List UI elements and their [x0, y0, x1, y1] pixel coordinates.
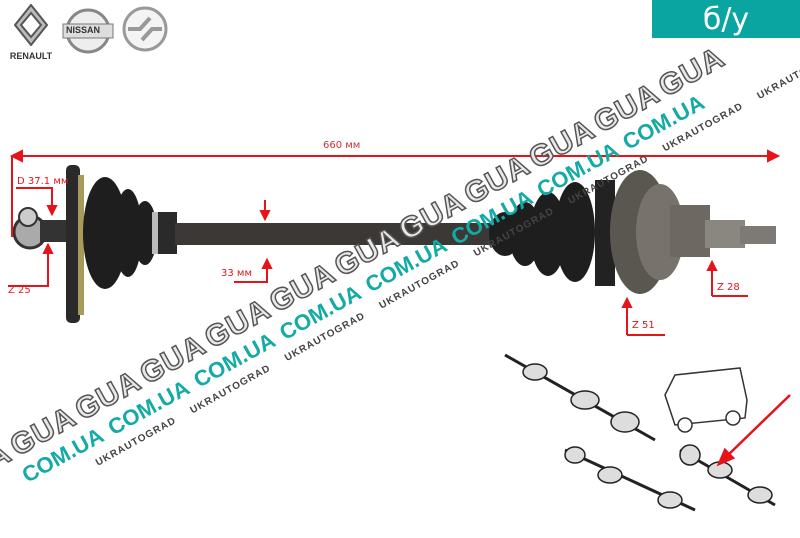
z-inner-label: Z 25 [8, 285, 31, 296]
renault-label: RENAULT [9, 51, 53, 61]
opel-logo [120, 4, 170, 59]
z-abs-label: Z 51 [632, 320, 655, 331]
renault-logo: RENAULT [6, 3, 56, 61]
inner-boot [83, 177, 177, 289]
position-diagram [504, 353, 791, 512]
z-outer-label: Z 28 [717, 282, 740, 293]
van-icon [664, 367, 748, 433]
length-label: 660 мм [323, 140, 361, 151]
outer-joint [610, 170, 776, 294]
nissan-label: NISSAN [66, 25, 101, 35]
outer-boot [489, 180, 615, 286]
used-badge: б/у [652, 0, 800, 38]
inner-joint [12, 165, 84, 323]
diameter-label: D 37.1 мм [17, 176, 69, 187]
nissan-logo: NISSAN [60, 6, 116, 56]
shaft [175, 223, 495, 245]
shaft-diameter-label: 33 мм [221, 268, 252, 279]
